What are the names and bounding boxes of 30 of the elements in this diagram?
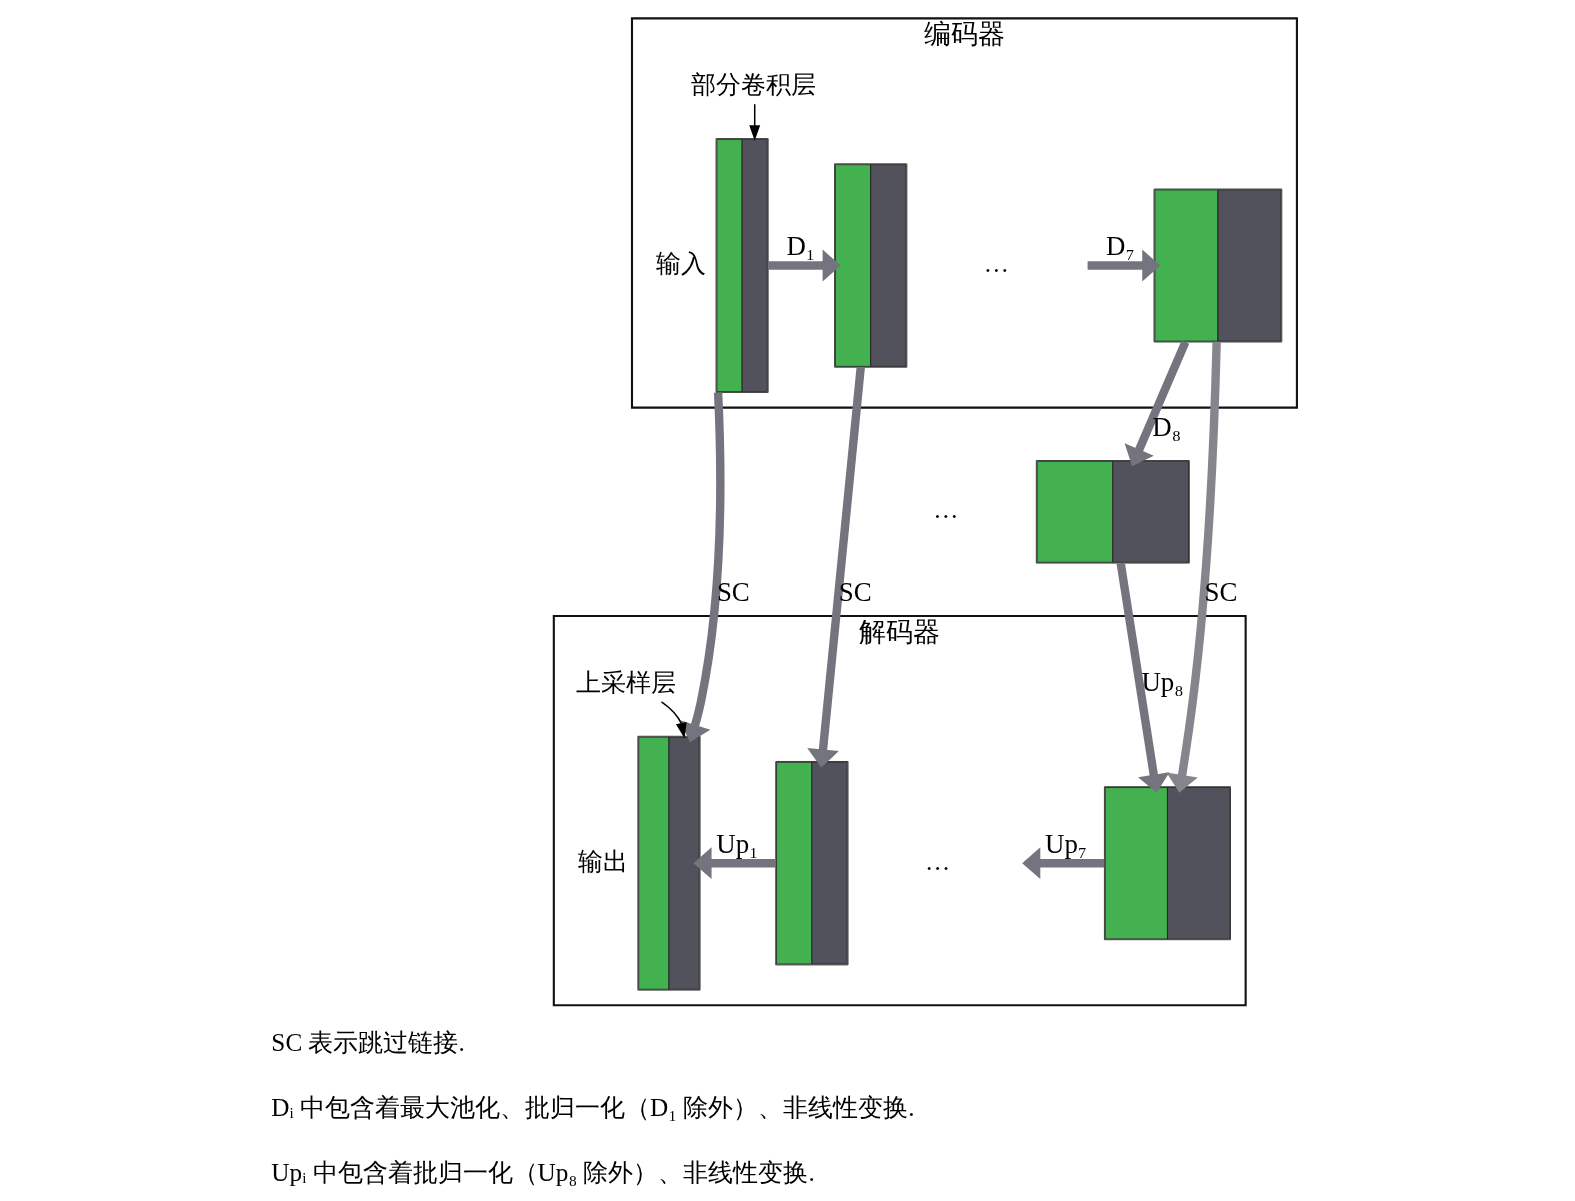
arrow [1116,562,1170,793]
edge-label: D₈ [1152,411,1182,442]
arrow [1087,249,1161,282]
edge-label: Up₁ [716,828,759,859]
arrow [767,249,841,282]
arrow [660,701,687,739]
edge-label: SC [1204,577,1238,608]
arrow [693,847,776,880]
label: … [933,496,959,524]
label: SC 表示跳过链接. [271,1029,465,1057]
edge-label: D₁ [786,231,816,262]
arrow [1022,847,1105,880]
edge-label: D₇ [1105,231,1135,262]
edge-label: Up₈ [1141,667,1184,698]
arrow [749,103,761,141]
node-text: 上采样层 [576,668,677,696]
node-label: 输出 [578,847,629,875]
edge-label: SC [838,577,872,608]
arrow [1166,342,1221,793]
node-label: 输入 [656,249,707,277]
arrow [1124,340,1190,467]
label: … [924,847,951,875]
arrow [680,392,725,743]
label: Dᵢ 中包含着最大池化、批归一化（D₁ 除外）、非线性变换. [271,1093,915,1121]
label: Upᵢ 中包含着批归一化（Up₈ 除外）、非线性变换. [271,1158,815,1186]
node-text: 部分卷积层 [691,71,817,99]
label: … [983,249,1009,277]
edge-label: Up₇ [1045,828,1088,859]
edge-label: SC [716,577,750,608]
arrow [807,367,865,768]
